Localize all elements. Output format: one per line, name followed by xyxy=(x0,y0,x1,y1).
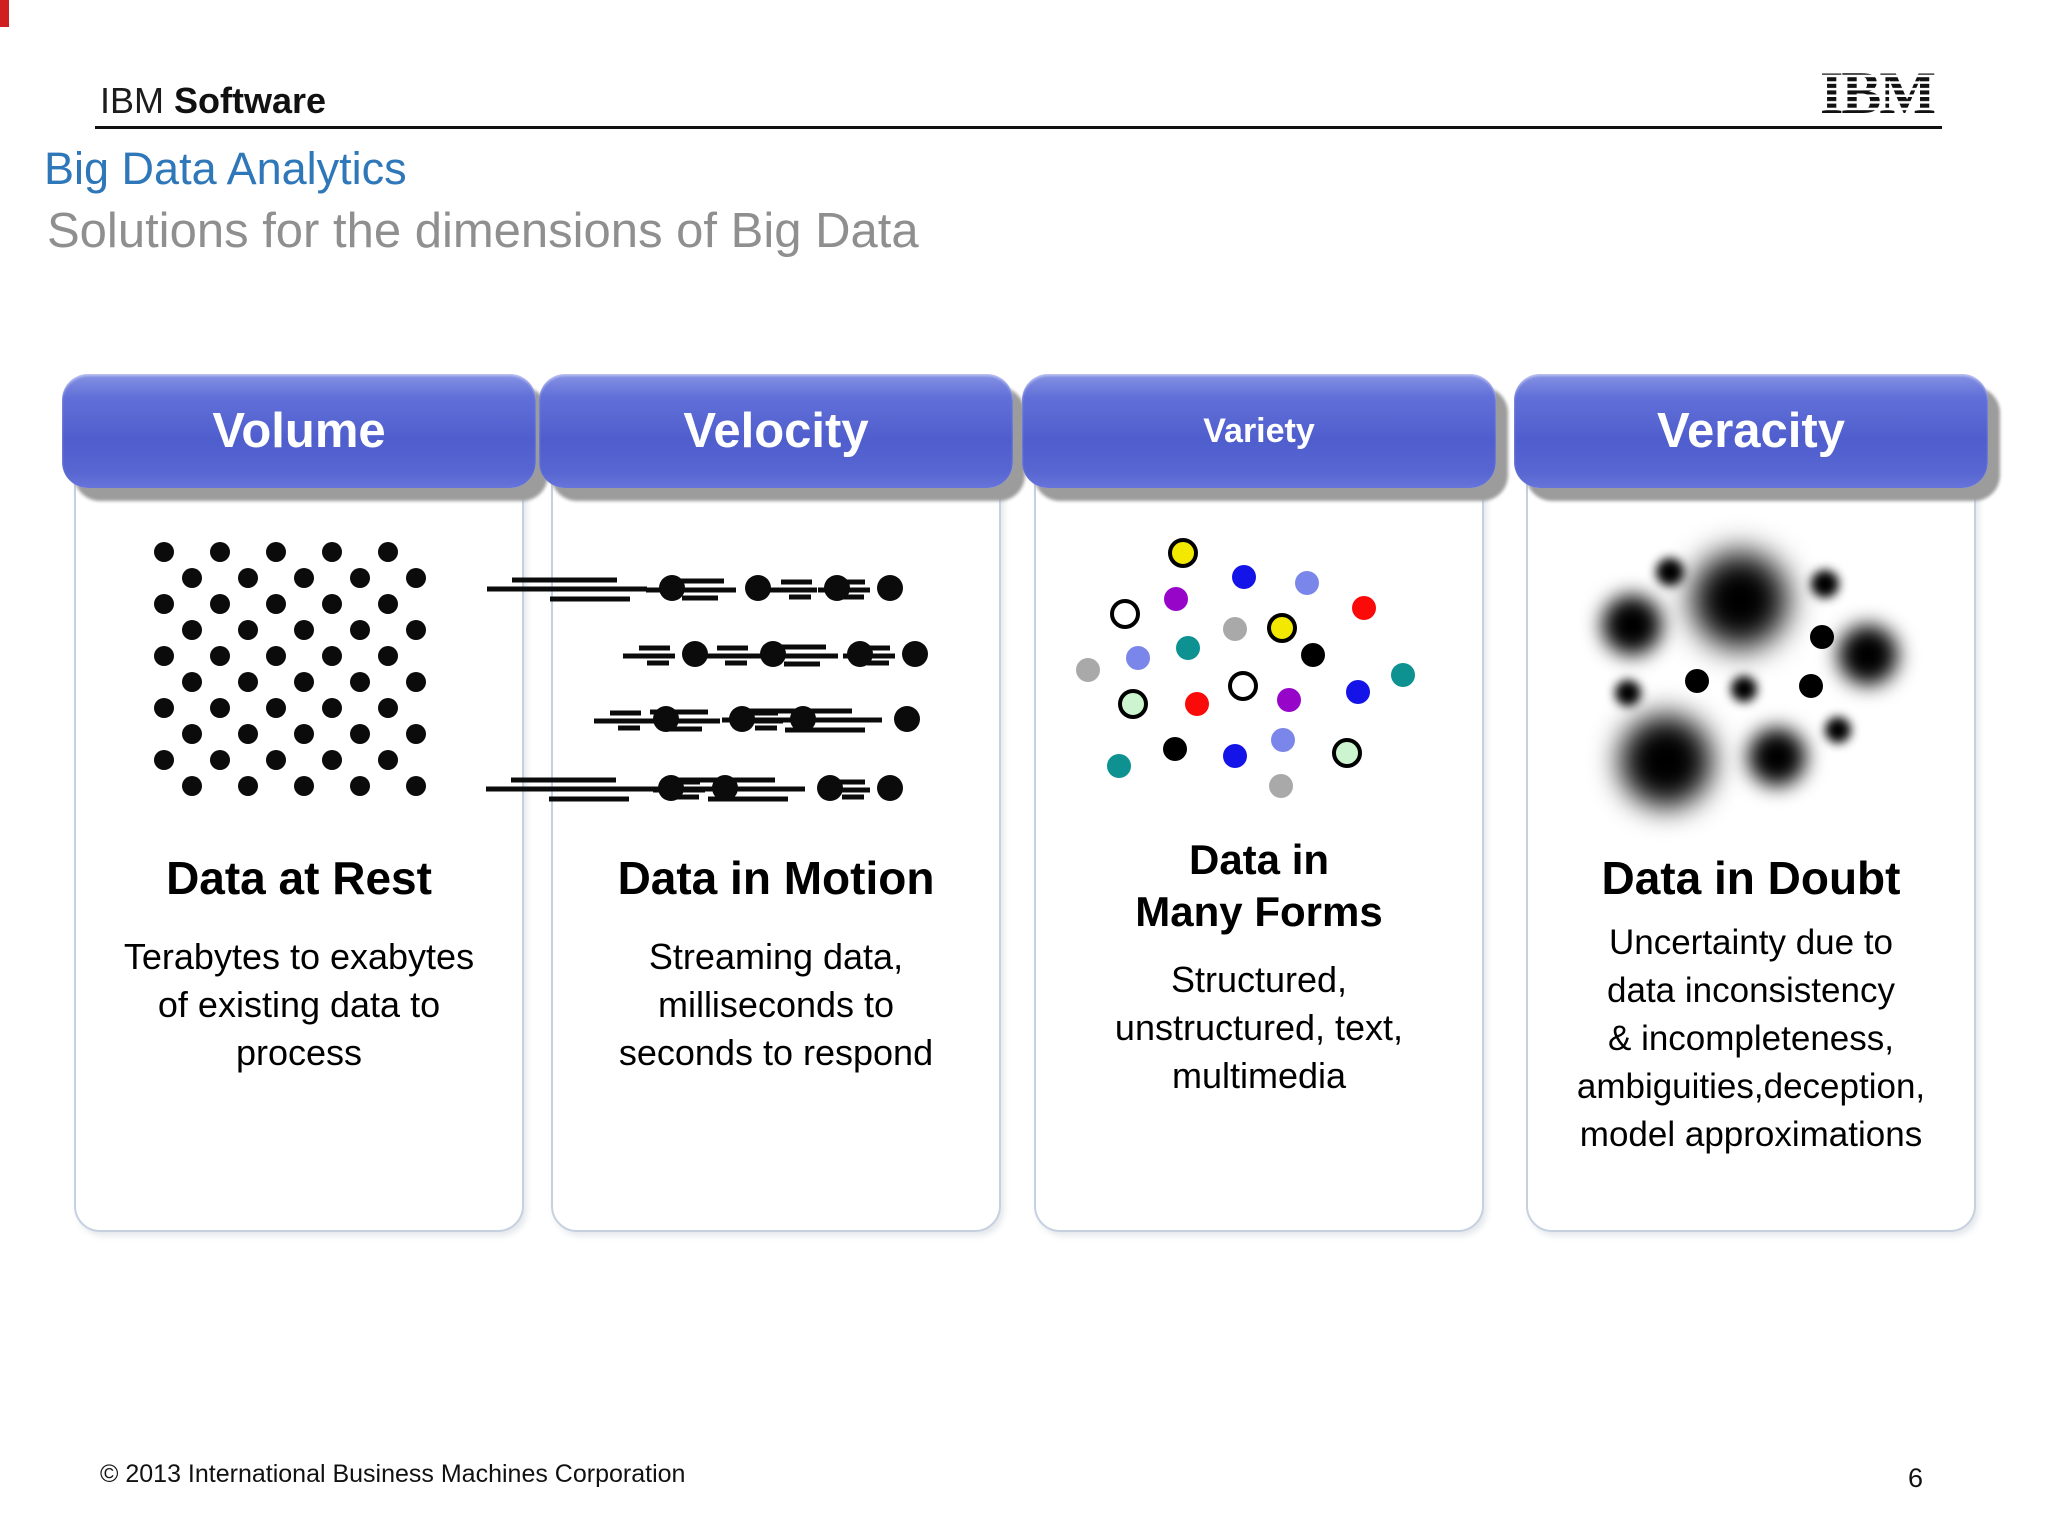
card-veracity-body xyxy=(1526,388,1976,1232)
card-variety: Variety Data in Many Forms Structured, u… xyxy=(1022,374,1496,1236)
card-volume-title: Data at Rest xyxy=(166,852,432,904)
header-divider xyxy=(95,126,1942,129)
card-variety-title: Data in Many Forms xyxy=(1135,836,1383,935)
data-in-doubt-blurred-dots-icon xyxy=(1602,552,1898,807)
card-veracity-title: Data in Doubt xyxy=(1601,852,1901,904)
card-velocity: Velocity Data in Motion Streaming data, … xyxy=(486,374,1013,1236)
card-variety-description: Structured, unstructured, text, multimed… xyxy=(1114,959,1404,1096)
data-at-rest-dots-icon xyxy=(154,542,426,796)
page-title: Big Data Analytics xyxy=(44,143,407,194)
card-velocity-header: Velocity xyxy=(539,374,1013,488)
brand-prefix: IBM xyxy=(100,80,165,121)
copyright-text: © 2013 International Business Machines C… xyxy=(100,1460,686,1488)
card-velocity-body xyxy=(551,388,1001,1232)
data-in-motion-streaming-icon xyxy=(486,575,928,802)
card-variety-header: Variety xyxy=(1022,374,1496,488)
card-velocity-title: Data in Motion xyxy=(617,852,935,904)
card-variety-header-label: Variety xyxy=(1203,411,1315,450)
many-forms-colored-dots-icon xyxy=(1076,538,1415,798)
ibm-logo-icon: IBM xyxy=(1820,62,1936,120)
card-veracity-header-label: Veracity xyxy=(1657,404,1845,458)
brand-suffix: Software xyxy=(174,80,327,121)
card-veracity: Veracity Data in Doubt Uncertainty due t… xyxy=(1514,374,1988,1236)
card-volume-body xyxy=(74,388,524,1232)
page-subtitle: Solutions for the dimensions of Big Data xyxy=(47,204,919,258)
card-velocity-header-label: Velocity xyxy=(683,404,869,458)
card-volume-header-label: Volume xyxy=(212,404,386,458)
screen-corner-artifact xyxy=(0,0,9,27)
card-veracity-header: Veracity xyxy=(1514,374,1988,488)
card-velocity-description: Streaming data, milliseconds to seconds … xyxy=(618,936,934,1073)
card-variety-body xyxy=(1034,388,1484,1232)
page-number: 6 xyxy=(1908,1463,1924,1493)
card-volume: Volume Data at Rest Terabytes to exabyte… xyxy=(62,374,536,1236)
card-veracity-description: Uncertainty due to data inconsistency & … xyxy=(1576,923,1926,1154)
card-volume-description: Terabytes to exabytes of existing data t… xyxy=(123,936,475,1073)
card-volume-header: Volume xyxy=(62,374,536,488)
ibm-logo-text: IBM xyxy=(1820,62,1934,120)
